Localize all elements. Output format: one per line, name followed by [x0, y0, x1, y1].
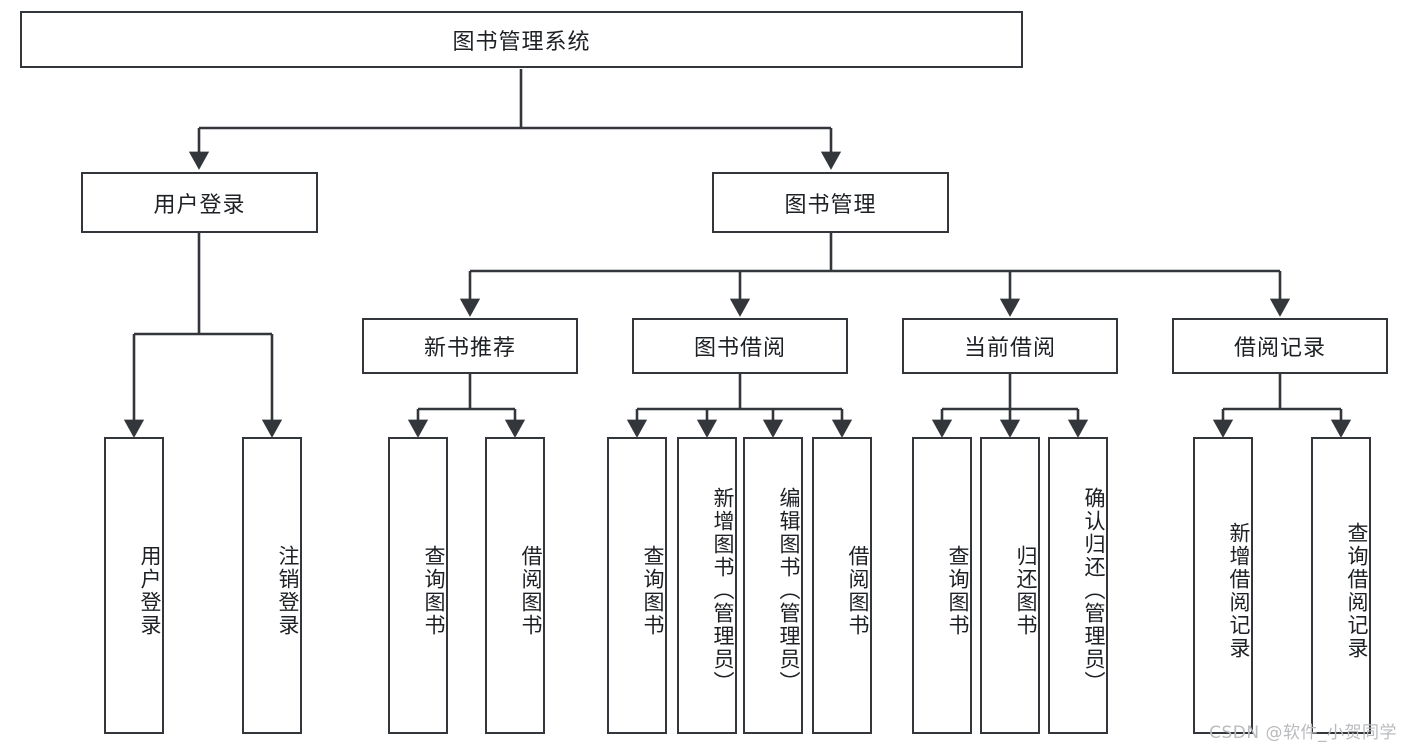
- node-book-borrow[interactable]: 图书借阅: [632, 318, 848, 374]
- node-label: 图书管理系统: [452, 29, 591, 55]
- node-label: 注销登录: [276, 544, 300, 637]
- node-label: 编辑图书（管理员）: [777, 487, 801, 694]
- node-label: 新增借阅记录: [1227, 521, 1251, 660]
- node-label: 归还图书: [1014, 544, 1038, 637]
- node-label: 用户登录: [138, 544, 162, 637]
- node-root-book-management-system[interactable]: 图书管理系统: [20, 11, 1023, 68]
- node-book-management[interactable]: 图书管理: [712, 172, 949, 233]
- node-current-borrow[interactable]: 当前借阅: [902, 318, 1118, 374]
- leaf-book-borrow-query[interactable]: 查询图书: [607, 437, 667, 734]
- node-user-login[interactable]: 用户登录: [81, 172, 318, 233]
- node-label: 查询图书: [422, 544, 446, 637]
- leaf-book-borrow-edit-admin[interactable]: 编辑图书（管理员）: [743, 437, 803, 734]
- node-label: 新书推荐: [423, 336, 516, 361]
- leaf-borrow-record-query[interactable]: 查询借阅记录: [1311, 437, 1371, 734]
- leaf-new-book-query[interactable]: 查询图书: [388, 437, 448, 734]
- node-borrow-record[interactable]: 借阅记录: [1172, 318, 1388, 374]
- node-label: 当前借阅: [963, 336, 1056, 361]
- node-label: 查询图书: [946, 544, 970, 637]
- leaf-current-borrow-confirm-admin[interactable]: 确认归还（管理员）: [1048, 437, 1108, 734]
- node-label: 借阅记录: [1233, 336, 1326, 361]
- csdn-watermark: CSDN @软件_小贺同学: [1209, 723, 1397, 743]
- node-label: 图书借阅: [693, 336, 786, 361]
- node-label: 借阅图书: [846, 544, 870, 637]
- node-label: 新增图书（管理员）: [711, 487, 735, 694]
- node-label: 图书管理: [784, 192, 877, 218]
- leaf-new-book-borrow[interactable]: 借阅图书: [485, 437, 545, 734]
- leaf-user-login-logout[interactable]: 注销登录: [242, 437, 302, 734]
- leaf-book-borrow-borrow[interactable]: 借阅图书: [812, 437, 872, 734]
- leaf-user-login-login[interactable]: 用户登录: [104, 437, 164, 734]
- leaf-current-borrow-query[interactable]: 查询图书: [912, 437, 972, 734]
- node-new-book-recommend[interactable]: 新书推荐: [362, 318, 578, 374]
- leaf-borrow-record-add[interactable]: 新增借阅记录: [1193, 437, 1253, 734]
- leaf-current-borrow-return[interactable]: 归还图书: [980, 437, 1040, 734]
- node-label: 用户登录: [153, 192, 246, 218]
- leaf-book-borrow-add-admin[interactable]: 新增图书（管理员）: [677, 437, 737, 734]
- node-label: 确认归还（管理员）: [1082, 487, 1106, 694]
- node-label: 借阅图书: [519, 544, 543, 637]
- node-label: 查询图书: [641, 544, 665, 637]
- node-label: 查询借阅记录: [1345, 521, 1369, 660]
